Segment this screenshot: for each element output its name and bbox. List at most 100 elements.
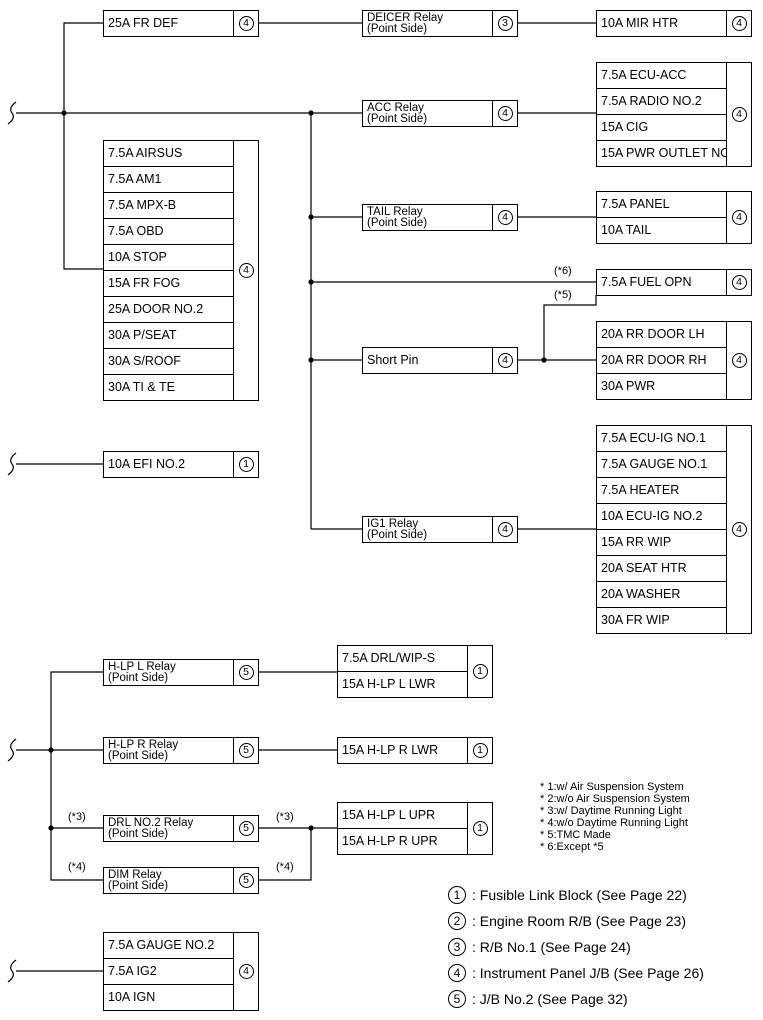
circled-number: 4 [731,107,747,122]
tail-fuse-block-row: 7.5A PANEL [596,191,727,218]
source-break-symbol [7,738,17,762]
legend-text: : J/B No.2 (See Page 32) [472,991,628,1007]
fuse-efi-block-number: 1 [233,451,259,478]
hlp-l-fuse-block-row: 15A H-LP L LWR [337,671,468,698]
circled-number: 4 [497,106,513,121]
circled-number: 3 [448,938,466,956]
relay-name: H-LP L Relay [108,660,176,673]
footnote-5: * 5:TMC Made [540,829,611,841]
acc-fuse-block-row: 7.5A RADIO NO.2 [596,88,727,115]
legend-item-5: 5 : J/B No.2 (See Page 32) [448,990,628,1008]
circled-number: 1 [238,457,254,472]
left-fuse-block-row: 7.5A AIRSUS [103,140,234,167]
upr-fuse-block-block-number: 1 [467,802,493,855]
legend-text: : Engine Room R/B (See Page 23) [472,913,687,929]
source-break-symbol [7,101,17,125]
tail-relay-row: TAIL Relay(Point Side) [362,204,493,231]
ig-fuse-block-block-number: 4 [233,932,259,1011]
fr-def-stop-branch [63,22,103,270]
left-fuse-block-row: 7.5A OBD [103,218,234,245]
circled-number: 2 [448,912,466,930]
source-break-symbol [7,959,17,983]
deicer-relay-row: DEICER Relay(Point Side) [362,10,493,37]
circled-number: 4 [448,964,466,982]
ig1-fuse-block-row: 30A FR WIP [596,607,727,634]
tail-relay-block-number: 4 [492,204,518,231]
circled-number: 4 [497,210,513,225]
relay-side: (Point Side) [367,528,428,541]
short-pin-fuse-block-row: 20A RR DOOR RH [596,347,727,374]
circled-number: 1 [448,886,466,904]
junction-dot [308,214,314,220]
ig1-fuse-block-row: 15A RR WIP [596,529,727,556]
circled-number: 4 [731,210,747,225]
acc-relay-block-number: 4 [492,100,518,127]
left-fuse-block-row: 30A TI & TE [103,374,234,401]
note-ref-3-left: (*3) [68,811,86,823]
acc-fuse-block-row: 7.5A ECU-ACC [596,62,727,89]
headlamp-branch [50,671,103,881]
circled-number: 1 [472,664,488,679]
fuse-fr-def-block-number: 4 [233,10,259,37]
legend-text: : Fusible Link Block (See Page 22) [472,887,687,903]
dim-relay-block-number: 5 [233,867,259,894]
left-fuse-block-row: 7.5A MPX-B [103,192,234,219]
left-fuse-block-row: 7.5A AM1 [103,166,234,193]
note-ref-6: (*6) [554,265,572,277]
dim-to-upr [259,828,312,881]
note-ref-4-left: (*4) [68,861,86,873]
junction-dot [308,279,314,285]
relay-name: TAIL Relay [367,205,423,218]
left-fuse-block-row: 15A FR FOG [103,270,234,297]
ig1-fuse-block-row: 10A ECU-IG NO.2 [596,503,727,530]
circled-number: 5 [238,873,254,888]
relay-side: (Point Side) [367,112,428,125]
ig1-fuse-block-row: 7.5A HEATER [596,477,727,504]
relay-side: (Point Side) [367,216,428,229]
junction-dot [308,357,314,363]
circled-number: 5 [448,990,466,1008]
relay-name: DRL NO.2 Relay [108,816,194,829]
fuse-fuel-opn-block-number: 4 [726,269,752,296]
circled-number: 5 [238,821,254,836]
left-fuse-block-row: 30A P/SEAT [103,322,234,349]
left-fuse-block-block-number: 4 [233,140,259,401]
circled-number: 4 [731,353,747,368]
hlp-l-relay-block-number: 5 [233,659,259,686]
ig-fuse-block-row: 7.5A IG2 [103,958,234,985]
source-break-symbol [7,452,17,476]
legend-item-4: 4 : Instrument Panel J/B (See Page 26) [448,964,704,982]
short-pin-to-fuel-opn [543,295,597,360]
footnote-3: * 3:w/ Daytime Running Light [540,805,682,817]
relay-side: (Point Side) [108,671,169,684]
relay-name: DEICER Relay [367,11,444,24]
left-fuse-block-row: 10A STOP [103,244,234,271]
short-pin-fuse-block-block-number: 4 [726,321,752,400]
tail-fuse-block-row: 10A TAIL [596,217,727,244]
fuse-mir-htr-block-number: 4 [726,10,752,37]
circled-number: 4 [497,353,513,368]
fuse-hlp-r-lwr-block-number: 1 [467,737,493,764]
circled-number: 4 [238,964,254,979]
legend-item-3: 3 : R/B No.1 (See Page 24) [448,938,631,956]
relay-name: IG1 Relay [367,517,419,530]
ig1-fuse-block-row: 20A SEAT HTR [596,555,727,582]
junction-dot [48,825,54,831]
left-fuse-block-row: 25A DOOR NO.2 [103,296,234,323]
ig1-fuse-block-row: 7.5A ECU-IG NO.1 [596,425,727,452]
note-ref-4-right: (*4) [276,861,294,873]
ig1-fuse-block-row: 20A WASHER [596,581,727,608]
acc-fuse-block-row: 15A CIG [596,114,727,141]
note-ref-5: (*5) [554,289,572,301]
drl-relay-block-number: 5 [233,815,259,842]
acc-relay-row: ACC Relay(Point Side) [362,100,493,127]
legend-item-1: 1 : Fusible Link Block (See Page 22) [448,886,687,904]
fuse-efi-row: 10A EFI NO.2 [103,451,234,478]
circled-number: 4 [238,16,254,31]
short-pin-fuse-block-row: 20A RR DOOR LH [596,321,727,348]
short-pin-fuse-block-row: 30A PWR [596,373,727,400]
hlp-l-relay-row: H-LP L Relay(Point Side) [103,659,234,686]
relay-name: DIM Relay [108,868,162,881]
upr-fuse-block-row: 15A H-LP R UPR [337,828,468,855]
